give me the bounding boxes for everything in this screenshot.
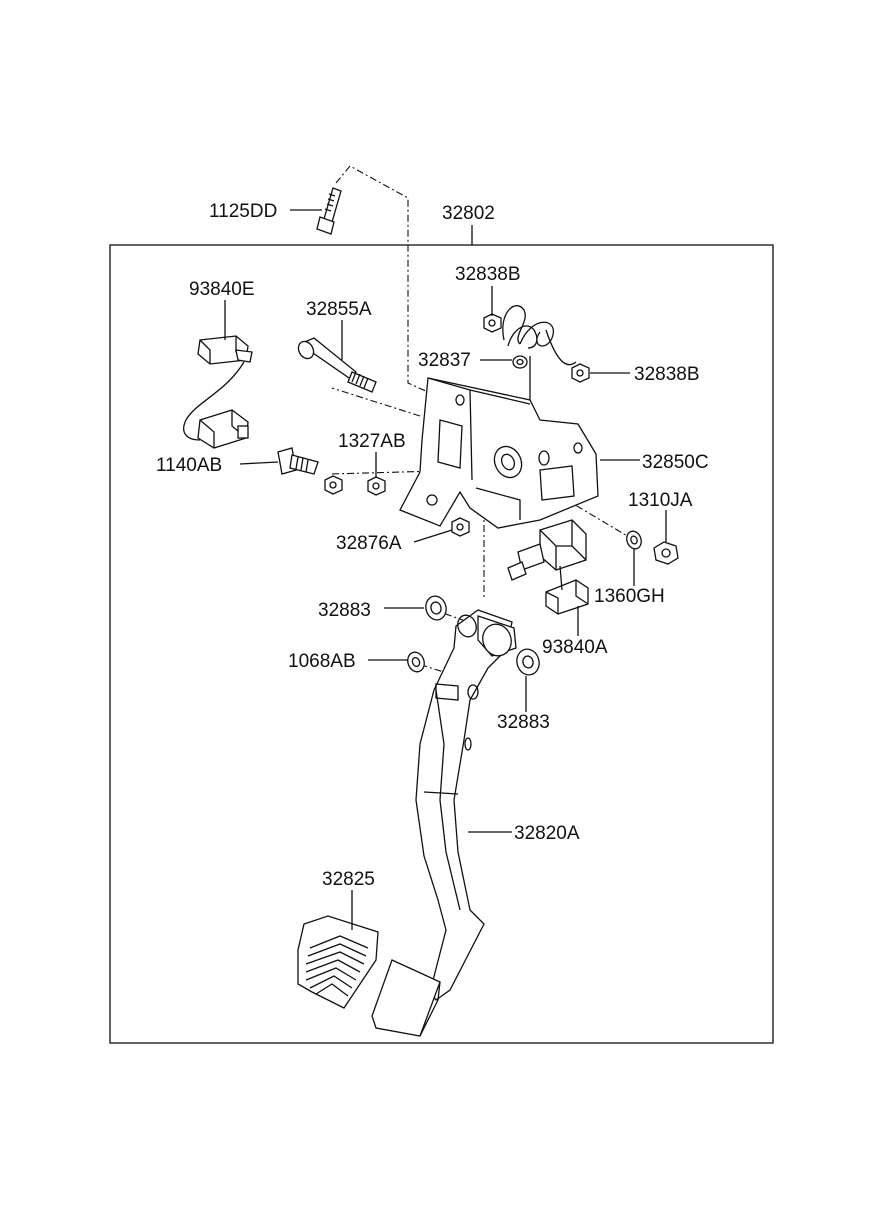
pedal-arm-32820a[interactable] xyxy=(415,609,517,1001)
bracket-32850c[interactable] xyxy=(399,377,599,529)
label-93840a[interactable]: 93840A xyxy=(542,637,608,658)
label-32883-right[interactable]: 32883 xyxy=(497,712,550,733)
label-32820a[interactable]: 32820A xyxy=(514,823,580,844)
bolt-1140ab[interactable] xyxy=(277,447,319,475)
leader-lines xyxy=(224,209,667,930)
label-32876a[interactable]: 32876A xyxy=(336,533,402,554)
pedal-pad-32825[interactable] xyxy=(297,915,379,1009)
label-32837[interactable]: 32837 xyxy=(418,350,471,371)
label-1140ab[interactable]: 1140AB xyxy=(156,455,222,476)
callout-labels: 1125DD 93840E 32855A 32838B 32837 32838B… xyxy=(156,201,709,890)
bushing-32883-right[interactable] xyxy=(514,647,542,678)
bushing-32883-left[interactable] xyxy=(423,594,449,622)
sensor-93840e[interactable] xyxy=(183,335,253,449)
nut-1140ab[interactable] xyxy=(324,475,343,495)
label-32825[interactable]: 32825 xyxy=(322,869,375,890)
washer-1068ab[interactable] xyxy=(405,650,427,674)
label-32855a[interactable]: 32855A xyxy=(306,299,372,320)
switch-93840a[interactable] xyxy=(507,519,589,615)
nut-32838b-right[interactable] xyxy=(571,363,590,383)
label-1310ja[interactable]: 1310JA xyxy=(628,490,693,511)
nut-32838b-top[interactable] xyxy=(483,313,502,333)
bolt-32855a[interactable] xyxy=(295,337,377,393)
label-32850c[interactable]: 32850C xyxy=(642,452,709,473)
return-spring[interactable] xyxy=(502,305,577,410)
label-32838b-top[interactable]: 32838B xyxy=(455,264,521,285)
label-32838b-right[interactable]: 32838B xyxy=(634,364,700,385)
washer-1360gh[interactable] xyxy=(624,529,643,551)
label-1360gh[interactable]: 1360GH xyxy=(594,586,665,607)
pedal-plate[interactable] xyxy=(371,959,441,1037)
label-32883-left[interactable]: 32883 xyxy=(318,600,371,621)
nut-1327ab[interactable] xyxy=(367,476,386,496)
label-1068ab[interactable]: 1068AB xyxy=(288,651,356,672)
assembly-frame xyxy=(109,244,774,1044)
label-1125dd[interactable]: 1125DD xyxy=(209,201,277,222)
label-32802[interactable]: 32802 xyxy=(442,203,495,224)
nut-32876a[interactable] xyxy=(451,517,470,537)
nut-1310ja[interactable] xyxy=(653,541,679,565)
clip-32837[interactable] xyxy=(512,355,528,369)
label-93840e[interactable]: 93840E xyxy=(189,279,255,300)
label-1327ab[interactable]: 1327AB xyxy=(338,431,406,452)
bolt-1125dd[interactable] xyxy=(316,187,342,235)
